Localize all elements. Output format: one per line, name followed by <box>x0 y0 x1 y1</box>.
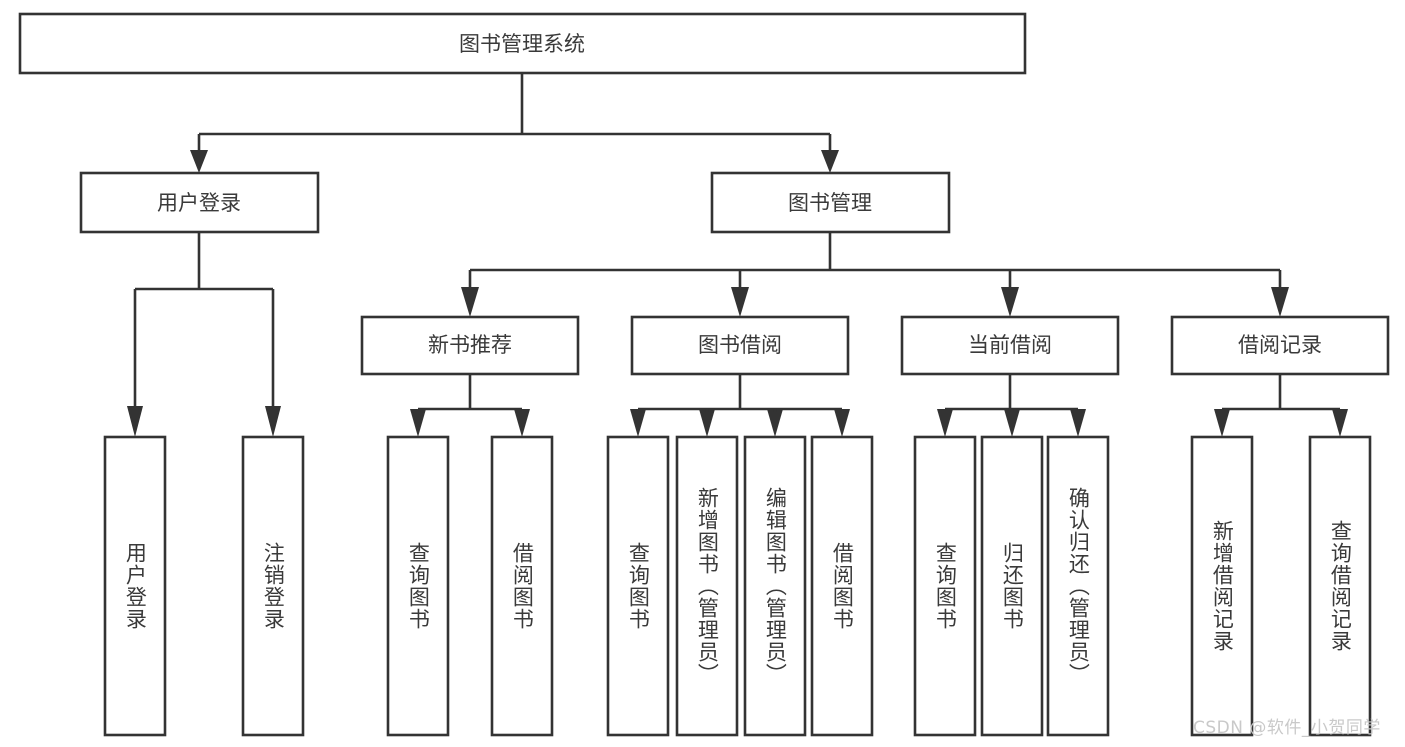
arrowhead-borrowrecord <box>1271 287 1289 317</box>
node-root[interactable]: 图书管理系统 <box>18 12 1027 75</box>
leaf-borrow-record-2[interactable]: 查询借阅记录 <box>1308 435 1372 737</box>
leaf-book-borrow-3[interactable]: 编辑图书（管理员） <box>743 435 807 737</box>
node-current-borrow-box[interactable] <box>900 315 1120 376</box>
node-new-book-recommend-label: 新书推荐 <box>428 333 512 357</box>
leaf-book-borrow-1[interactable]: 查询图书 <box>606 435 670 737</box>
leaf-new-book-1[interactable]: 查询图书 <box>386 435 450 737</box>
leaf-current-borrow-1-label: 查询图书 <box>933 542 958 630</box>
leaf-new-book-2-box[interactable] <box>490 435 554 737</box>
arrowhead-leaf-borrow-record-2 <box>1332 409 1348 437</box>
connector-group-current-borrow <box>937 374 1086 437</box>
leaf-borrow-record-1[interactable]: 新增借阅记录 <box>1190 435 1254 737</box>
leaf-book-borrow-4-box[interactable] <box>810 435 874 737</box>
leaf-book-borrow-2[interactable]: 新增图书（管理员） <box>675 435 739 737</box>
connector-group-new-book <box>410 374 530 437</box>
arrowhead-leaf-book-borrow-2 <box>699 409 715 437</box>
connector-group-root <box>190 73 839 173</box>
node-user-login-box[interactable] <box>79 171 320 234</box>
leaf-current-borrow-1[interactable]: 查询图书 <box>913 435 977 737</box>
node-current-borrow[interactable]: 当前借阅 <box>900 315 1120 376</box>
leaf-current-borrow-3[interactable]: 确认归还（管理员） <box>1046 435 1110 737</box>
arrowhead-bookborrow <box>731 287 749 317</box>
arrowhead-leaf-book-borrow-4 <box>834 409 850 437</box>
node-root-box[interactable] <box>18 12 1027 75</box>
arrowhead-leaf-user-login-2 <box>265 406 281 437</box>
node-root-label: 图书管理系统 <box>459 32 585 56</box>
leaf-book-borrow-3-label: 编辑图书（管理员） <box>763 487 788 685</box>
leaf-current-borrow-2-label: 归还图书 <box>1000 542 1025 630</box>
arrowhead-leaf-user-login-1 <box>127 406 143 437</box>
leaf-borrow-record-1-label: 新增借阅记录 <box>1210 520 1235 652</box>
arrowhead-leaf-book-borrow-3 <box>767 409 783 437</box>
arrowhead-leaf-current-borrow-2 <box>1004 409 1020 437</box>
arrowhead-userlogin <box>190 150 208 173</box>
node-user-login[interactable]: 用户登录 <box>79 171 320 234</box>
node-current-borrow-label: 当前借阅 <box>968 333 1052 357</box>
connector-group-borrow-record <box>1214 374 1348 437</box>
leaf-book-borrow-1-box[interactable] <box>606 435 670 737</box>
arrowhead-bookmgmt <box>821 150 839 173</box>
connector-group-book-borrow <box>630 374 850 437</box>
leaf-book-borrow-2-box[interactable] <box>675 435 739 737</box>
leaf-user-login-1-label: 用户登录 <box>123 542 148 630</box>
node-new-book-recommend[interactable]: 新书推荐 <box>360 315 580 376</box>
leaf-book-borrow-4[interactable]: 借阅图书 <box>810 435 874 737</box>
leaf-borrow-record-1-box[interactable] <box>1190 435 1254 737</box>
leaf-new-book-2[interactable]: 借阅图书 <box>490 435 554 737</box>
leaf-book-borrow-2-label: 新增图书（管理员） <box>695 487 720 685</box>
connector-group-user-login <box>127 232 281 437</box>
leaf-borrow-record-2-label: 查询借阅记录 <box>1328 520 1353 652</box>
leaf-book-borrow-3-box[interactable] <box>743 435 807 737</box>
leaf-user-login-2-box[interactable] <box>241 435 305 737</box>
leaf-borrow-record-2-box[interactable] <box>1308 435 1372 737</box>
leaf-new-book-1-box[interactable] <box>386 435 450 737</box>
node-book-management-box[interactable] <box>710 171 951 234</box>
node-new-book-recommend-box[interactable] <box>360 315 580 376</box>
leaf-user-login-1-box[interactable] <box>103 435 167 737</box>
node-book-borrow-label: 图书借阅 <box>698 333 782 357</box>
leaf-current-borrow-2[interactable]: 归还图书 <box>980 435 1044 737</box>
leaf-user-login-2-label: 注销登录 <box>261 542 286 630</box>
leaf-current-borrow-3-box[interactable] <box>1046 435 1110 737</box>
arrowhead-leaf-new-book-2 <box>514 409 530 437</box>
node-user-login-label: 用户登录 <box>157 191 241 215</box>
leaf-new-book-2-label: 借阅图书 <box>510 542 535 630</box>
arrowhead-leaf-current-borrow-1 <box>937 409 953 437</box>
node-book-borrow[interactable]: 图书借阅 <box>630 315 850 376</box>
arrowhead-leaf-borrow-record-1 <box>1214 409 1230 437</box>
node-book-management[interactable]: 图书管理 <box>710 171 951 234</box>
leaf-current-borrow-3-label: 确认归还（管理员） <box>1066 487 1091 685</box>
connector-group-book-mgmt <box>461 232 1289 317</box>
leaf-current-borrow-2-box[interactable] <box>980 435 1044 737</box>
leaf-book-borrow-4-label: 借阅图书 <box>830 542 855 630</box>
leaf-book-borrow-1-label: 查询图书 <box>626 542 651 630</box>
leaf-user-login-2[interactable]: 注销登录 <box>241 435 305 737</box>
arrowhead-leaf-current-borrow-3 <box>1070 409 1086 437</box>
leaf-user-login-1[interactable]: 用户登录 <box>103 435 167 737</box>
leaf-new-book-1-label: 查询图书 <box>406 542 431 630</box>
leaf-current-borrow-1-box[interactable] <box>913 435 977 737</box>
arrowhead-leaf-new-book-1 <box>410 409 426 437</box>
node-borrow-record-label: 借阅记录 <box>1238 333 1322 357</box>
arrowhead-newbook <box>461 287 479 317</box>
node-borrow-record[interactable]: 借阅记录 <box>1170 315 1390 376</box>
arrowhead-currentborrow <box>1001 287 1019 317</box>
node-borrow-record-box[interactable] <box>1170 315 1390 376</box>
node-book-management-label: 图书管理 <box>788 191 872 215</box>
arrowhead-leaf-book-borrow-1 <box>630 409 646 437</box>
node-book-borrow-box[interactable] <box>630 315 850 376</box>
